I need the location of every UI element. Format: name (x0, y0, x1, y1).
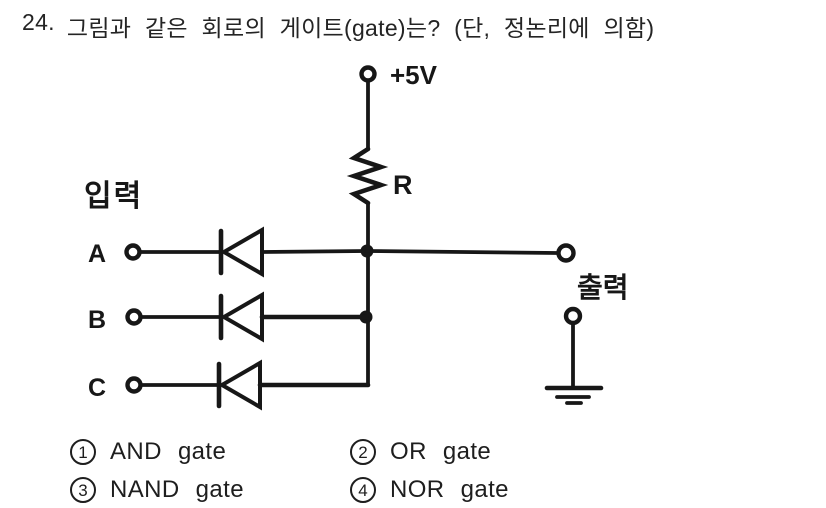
input-b-terminal (125, 308, 143, 326)
input-a-terminal (124, 243, 142, 261)
ground-branch (544, 306, 604, 405)
option-3-label: NAND gate (110, 476, 244, 503)
input-group-label: 입력 (84, 180, 143, 213)
input-c-terminal (125, 376, 143, 394)
option-4-number-circle: 4 (350, 477, 376, 503)
diode-a-node-wire (260, 249, 369, 254)
option-2-label: OR gate (390, 438, 492, 465)
option-3-number-circle: 3 (70, 477, 96, 503)
output-branch: 출력 (365, 243, 629, 303)
ground-terminal (563, 306, 583, 326)
question-text: 그림과 같은 회로의 게이트(gate)는? (단, 정논리에 의함) (66, 15, 655, 41)
output-terminal (556, 243, 576, 263)
vcc-terminal (359, 65, 377, 83)
diode-c-triangle (218, 359, 262, 411)
diode-b-triangle (220, 291, 264, 343)
power-branch: +5V (359, 60, 438, 151)
output-label: 출력 (577, 272, 629, 303)
question-number: 24. (22, 9, 55, 35)
option-1-number-circle: 1 (70, 439, 96, 465)
resistor: R (346, 146, 413, 206)
output-wire (365, 249, 559, 255)
input-c-label: C (88, 374, 106, 402)
node-rail (359, 201, 374, 387)
option-2: 2 OR gate (350, 438, 491, 466)
diode-a-triangle (220, 226, 264, 278)
question-line: 24. 그림과 같은 회로의 게이트(gate)는? (단, 정논리에 의함) (22, 9, 654, 43)
option-2-number-circle: 2 (350, 439, 376, 465)
resistor-zigzag (346, 146, 389, 206)
option-1: 1 AND gate (70, 438, 226, 466)
input-b-label: B (88, 306, 106, 334)
option-3: 3 NAND gate (70, 476, 244, 504)
option-4-label: NOR gate (390, 476, 509, 503)
input-a-branch: A (88, 226, 369, 278)
input-b-branch: B (88, 291, 369, 343)
option-1-label: AND gate (110, 438, 227, 465)
option-4: 4 NOR gate (350, 476, 509, 504)
resistor-label: R (393, 170, 413, 200)
vcc-label: +5V (390, 60, 438, 90)
input-a-label: A (88, 240, 106, 268)
input-c-branch: C (88, 359, 371, 411)
